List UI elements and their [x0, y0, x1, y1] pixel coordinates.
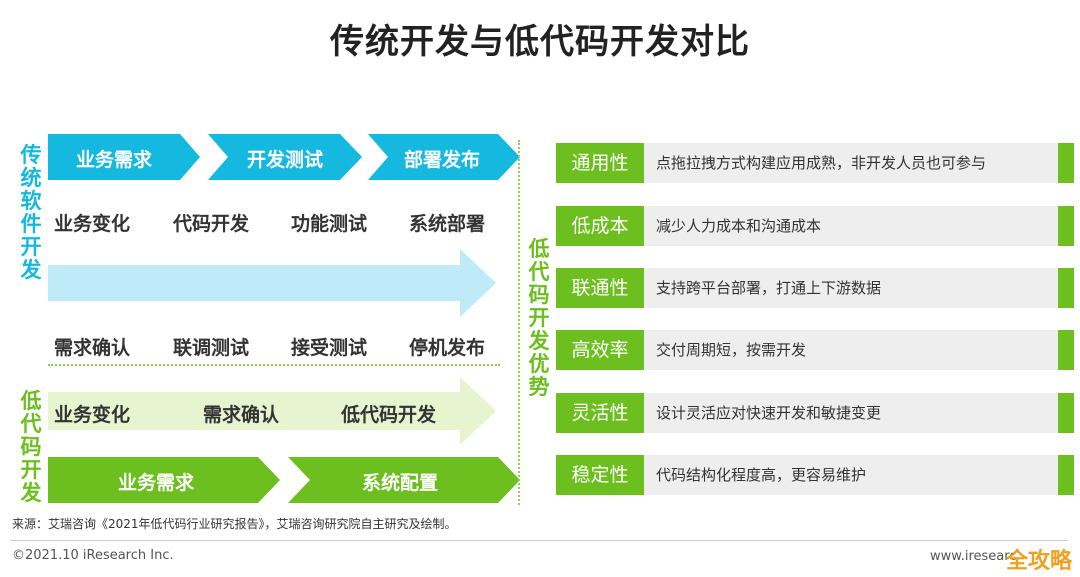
trad-step-downtime-release: 停机发布	[409, 337, 486, 359]
footer-divider	[10, 540, 1068, 541]
lowcode-step-requirement-confirm: 需求确认	[203, 404, 280, 426]
lowcode-arrow-1	[48, 457, 280, 503]
lowcode-light-arrow	[48, 377, 496, 445]
source-note: 来源：艾瑞咨询《2021年低代码行业研究报告》，艾瑞咨询研究院自主研究及绘制。	[12, 517, 457, 531]
lowcode-step-business-change: 业务变化	[54, 404, 131, 426]
advantage-desc: 代码结构化程度高，更容易维护	[656, 466, 867, 484]
advantage-end-bar	[1058, 206, 1074, 246]
trad-step-business-change: 业务变化	[54, 213, 131, 235]
trad-step-code-dev: 代码开发	[173, 213, 250, 235]
advantage-desc: 交付周期短，按需开发	[656, 341, 807, 359]
advantage-label: 高效率	[556, 330, 644, 370]
advantage-row: 稳定性 代码结构化程度高，更容易维护	[556, 455, 1074, 495]
vertical-divider	[518, 140, 520, 505]
advantage-row: 联通性 支持跨平台部署，打通上下游数据	[556, 268, 1074, 308]
trad-arrow-2-label: 开发测试	[247, 149, 324, 171]
advantages-label: 低代码开发优势	[528, 237, 550, 399]
watermark: 全攻略	[1006, 549, 1073, 574]
trad-step-function-test: 功能测试	[291, 213, 368, 235]
advantage-body: 设计灵活应对快速开发和敏捷变更	[644, 393, 1058, 433]
trad-arrow-1-label: 业务需求	[76, 149, 153, 171]
advantage-row: 通用性 点拖拉拽方式构建应用成熟，非开发人员也可参与	[556, 143, 1074, 183]
advantage-desc: 减少人力成本和沟通成本	[656, 217, 822, 235]
advantage-row: 高效率 交付周期短，按需开发	[556, 330, 1074, 370]
horizontal-divider	[48, 364, 500, 366]
advantage-row: 低成本 减少人力成本和沟通成本	[556, 206, 1074, 246]
trad-step-acceptance-test: 接受测试	[291, 337, 368, 359]
page-title: 传统开发与低代码开发对比	[330, 22, 750, 62]
advantage-end-bar	[1058, 330, 1074, 370]
lowcode-arrow-1-label: 业务需求	[118, 472, 195, 494]
trad-arrow-1	[48, 134, 200, 180]
advantage-body: 交付周期短，按需开发	[644, 330, 1058, 370]
trad-arrow-3-label: 部署发布	[404, 149, 481, 171]
advantage-end-bar	[1058, 143, 1074, 183]
advantage-desc: 设计灵活应对快速开发和敏捷变更	[656, 404, 882, 422]
advantage-body: 减少人力成本和沟通成本	[644, 206, 1058, 246]
lowcode-arrow-2-label: 系统配置	[362, 472, 439, 494]
trad-big-arrow	[48, 249, 496, 317]
trad-arrow-2	[208, 134, 362, 180]
advantage-desc: 支持跨平台部署，打通上下游数据	[656, 279, 882, 297]
trad-step-system-deploy: 系统部署	[409, 213, 486, 235]
trad-step-integration-test: 联调测试	[173, 337, 250, 359]
advantage-end-bar	[1058, 455, 1074, 495]
traditional-label: 传统软件开发	[20, 143, 42, 282]
advantage-end-bar	[1058, 393, 1074, 433]
advantage-label: 通用性	[556, 143, 644, 183]
trad-arrow-3	[368, 134, 520, 180]
trad-step-requirement-confirm: 需求确认	[54, 337, 131, 359]
site-url: www.iresearc	[930, 549, 1017, 564]
advantage-body: 代码结构化程度高，更容易维护	[644, 455, 1058, 495]
lowcode-step-lowcode-dev: 低代码开发	[341, 404, 437, 426]
advantage-label: 联通性	[556, 268, 644, 308]
advantage-label: 稳定性	[556, 455, 644, 495]
advantage-body: 支持跨平台部署，打通上下游数据	[644, 268, 1058, 308]
advantage-label: 灵活性	[556, 393, 644, 433]
advantage-label: 低成本	[556, 206, 644, 246]
advantage-end-bar	[1058, 268, 1074, 308]
copyright: ©2021.10 iResearch Inc.	[12, 548, 174, 563]
lowcode-arrow-2	[288, 457, 520, 503]
advantage-desc: 点拖拉拽方式构建应用成熟，非开发人员也可参与	[656, 154, 987, 172]
advantage-row: 灵活性 设计灵活应对快速开发和敏捷变更	[556, 393, 1074, 433]
advantage-body: 点拖拉拽方式构建应用成熟，非开发人员也可参与	[644, 143, 1058, 183]
lowcode-label: 低代码开发	[20, 389, 42, 505]
